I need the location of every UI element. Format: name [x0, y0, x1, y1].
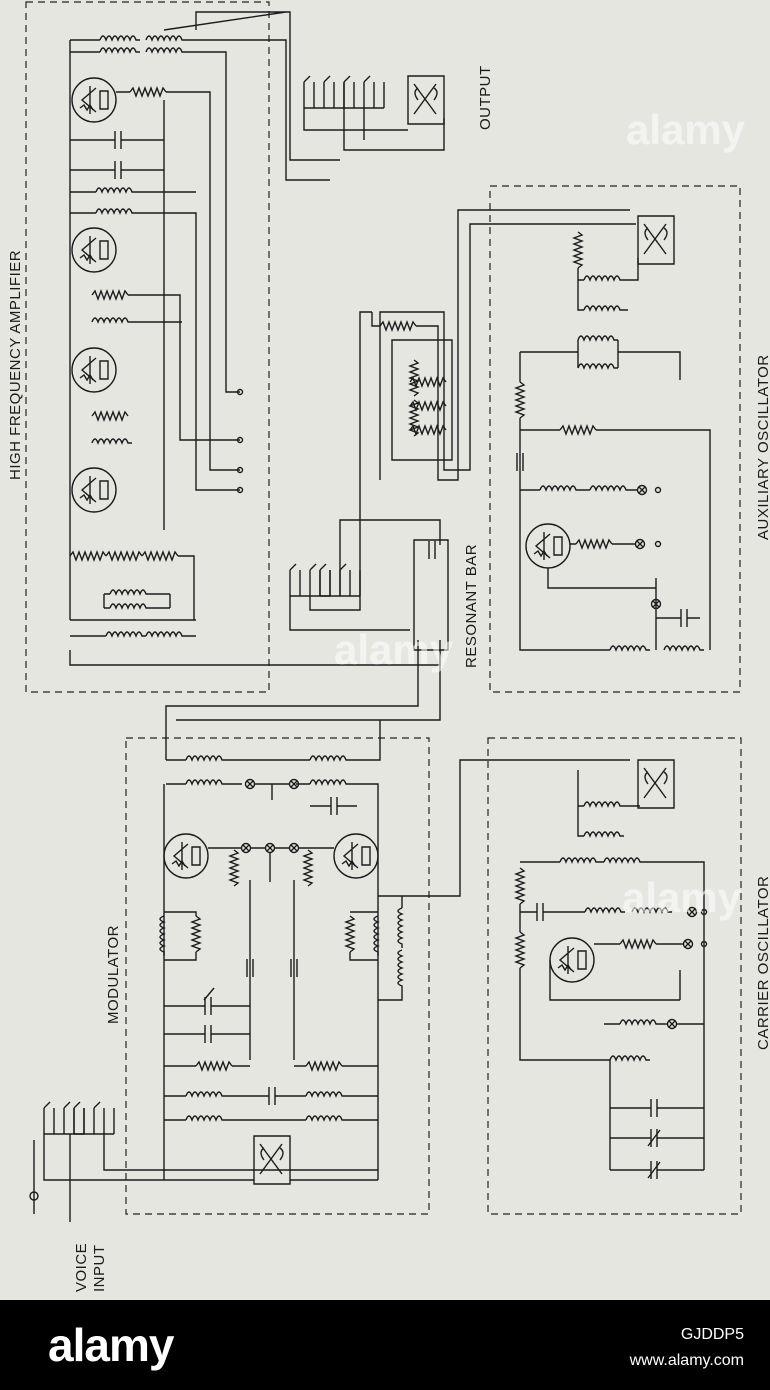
resonant-bar-label: RESONANT BAR: [463, 544, 480, 668]
alamy-logo: alamy: [48, 1319, 174, 1371]
auxiliary-oscillator-circuit: [515, 215, 710, 651]
watermark-text: alamy: [334, 626, 454, 673]
voice-input-circuit: [30, 1101, 378, 1222]
diagram-area: HIGH FREQUENCY AMPLIFIER OUTPUT AUXILIAR…: [0, 0, 770, 1300]
circuit-schematic: HIGH FREQUENCY AMPLIFIER OUTPUT AUXILIAR…: [7, 0, 770, 1293]
image-id: GJDDP5: [680, 1326, 744, 1343]
modulator-label: MODULATOR: [105, 925, 122, 1024]
hf-amplifier-box: [26, 2, 269, 692]
image-info: GJDDP5 www.alamy.com: [630, 1322, 744, 1374]
auxiliary-oscillator-box: [490, 186, 740, 692]
output-label: OUTPUT: [477, 65, 494, 130]
site-url: www.alamy.com: [629, 1352, 744, 1369]
watermark-text: alamy: [626, 106, 746, 153]
carrier-oscillator-circuit: [515, 759, 707, 1180]
footer-bar: alamy GJDDP5 www.alamy.com: [0, 1300, 770, 1390]
auxiliary-oscillator-label: AUXILIARY OSCILLATOR: [755, 354, 770, 540]
voice-input-label-input: INPUT: [91, 1245, 108, 1293]
resonant-bar-circuit: [166, 210, 636, 760]
carrier-oscillator-label: CARRIER OSCILLATOR: [755, 876, 770, 1050]
watermark-text: alamy: [622, 874, 742, 921]
modulator-box: [126, 738, 429, 1214]
hf-amplifier-label: HIGH FREQUENCY AMPLIFIER: [7, 250, 24, 480]
carrier-oscillator-box: [488, 738, 741, 1214]
hf-amplifier-circuit: [69, 12, 440, 665]
output-circuit: [303, 75, 445, 150]
voice-input-label-voice: VOICE: [73, 1243, 90, 1292]
modulator-circuit: [159, 720, 630, 1185]
